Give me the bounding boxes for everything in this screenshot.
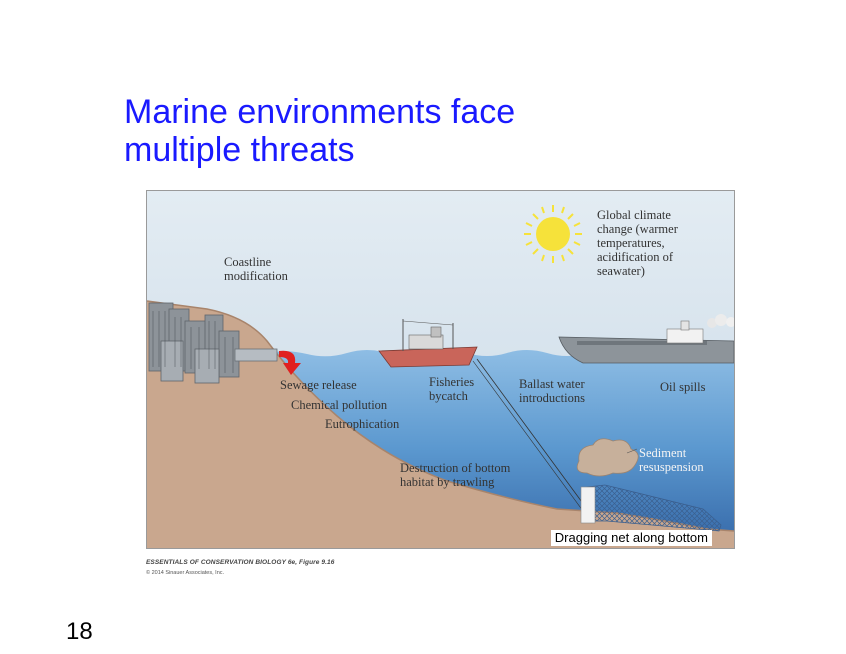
label-line: modification: [224, 269, 288, 283]
label-chemical-pollution: Chemical pollution: [291, 398, 388, 412]
sewage-pipe: [234, 348, 278, 362]
label-line: Coastline: [224, 255, 272, 269]
figure-credit-title: ESSENTIALS OF CONSERVATION BIOLOGY 6e, F…: [146, 559, 335, 566]
label-ballast-water: Ballast water introductions: [519, 377, 585, 405]
label-line: temperatures,: [597, 236, 665, 250]
seabed: [147, 301, 734, 548]
label-line: Fisheries: [429, 375, 475, 389]
label-line: change (warmer: [597, 222, 678, 236]
slide-title-line-2: multiple threats: [124, 131, 355, 169]
figure-credit-copyright: © 2014 Sinauer Associates, Inc.: [146, 570, 225, 576]
slide-number: 18: [66, 618, 93, 645]
label-line: seawater): [597, 264, 645, 278]
label-sewage-release: Sewage release: [280, 378, 357, 392]
label-coastline-modification: Coastline modification: [224, 255, 288, 283]
label-line: Ballast water: [519, 377, 585, 391]
label-line: introductions: [519, 391, 585, 405]
label-line: acidification of: [597, 250, 674, 264]
trawl-line: [476, 358, 588, 510]
label-sediment-resuspension: Sediment resuspension: [639, 446, 704, 474]
slide-title: Marine environments face multiple threat…: [124, 93, 684, 169]
figure-illustration: [147, 191, 734, 548]
sewage-arrow: [279, 350, 301, 375]
sun-icon: [524, 205, 582, 263]
label-line: Sediment: [639, 446, 687, 460]
label-destruction-bottom-habitat: Destruction of bottom habitat by trawlin…: [400, 461, 510, 489]
dragging-net-caption: Dragging net along bottom: [550, 530, 712, 546]
marine-threats-figure: Coastline modification Global climate ch…: [146, 190, 735, 549]
slide-title-line-1: Marine environments face: [124, 93, 516, 131]
label-line: habitat by trawling: [400, 475, 495, 489]
fishing-boat: [378, 319, 478, 368]
label-line: bycatch: [429, 389, 468, 403]
label-global-climate-change: Global climate change (warmer temperatur…: [597, 208, 678, 278]
label-line: Global climate: [597, 208, 671, 222]
label-eutrophication: Eutrophication: [325, 417, 400, 431]
tanker-ship: [558, 314, 734, 364]
label-oil-spills: Oil spills: [660, 380, 706, 394]
sediment-cloud: [576, 438, 639, 477]
label-line: resuspension: [639, 460, 704, 474]
building-windows: [152, 311, 234, 373]
label-line: Destruction of bottom: [400, 461, 511, 475]
label-fisheries-bycatch: Fisheries bycatch: [429, 375, 474, 403]
